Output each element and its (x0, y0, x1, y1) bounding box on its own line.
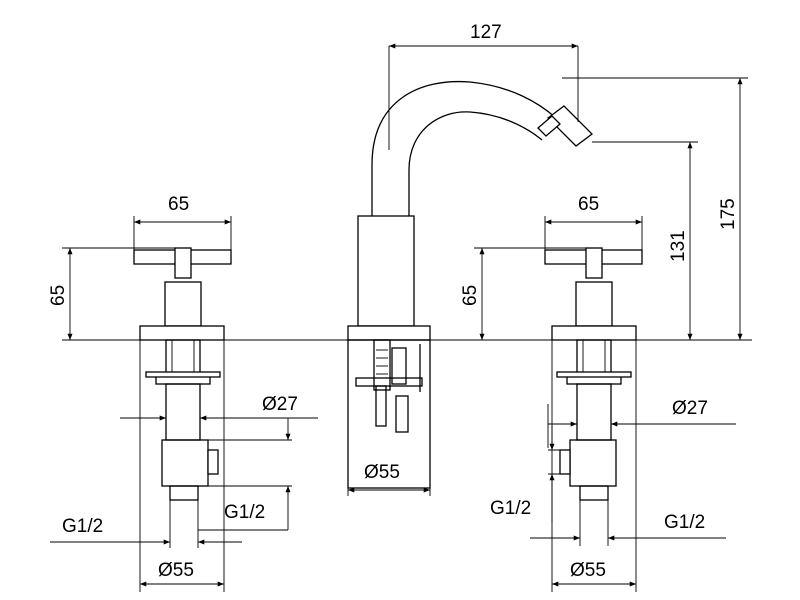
label-left-outlet-thread: G1/2 (224, 502, 265, 523)
dim-right-outlet-thread: G1/2 (490, 426, 570, 522)
dim-right-body-diameter: Ø27 (547, 398, 736, 448)
dim-right-base: Ø55 (551, 340, 637, 592)
popup-rod (355, 339, 423, 433)
label-left-body-diameter: Ø27 (262, 394, 298, 415)
dim-left-outlet-thread: G1/2 (198, 418, 292, 531)
left-handle-stem (174, 247, 192, 279)
dim-right-inlet-thread: G1/2 (530, 500, 726, 546)
right-valve-body (575, 281, 613, 327)
dim-left-handle-height: 65 (48, 247, 175, 340)
dim-spout-base: Ø55 (347, 462, 431, 496)
spout-body (357, 215, 415, 327)
spout-aerator (547, 105, 593, 147)
label-left-handle-height: 65 (48, 285, 69, 306)
right-shank (576, 339, 612, 377)
label-right-body-diameter: Ø27 (672, 398, 708, 419)
right-outlet-body (569, 439, 617, 487)
dim-left-base: Ø55 (139, 340, 225, 592)
right-inlet-tail (579, 485, 609, 501)
label-left-base: Ø55 (158, 560, 194, 581)
label-right-base: Ø55 (570, 560, 606, 581)
spout-assembly (347, 80, 593, 489)
left-shank (165, 339, 201, 377)
left-inlet-tail (169, 485, 199, 501)
label-left-handle-width: 65 (168, 194, 189, 215)
left-outlet-port (207, 449, 219, 475)
label-spout-reach: 127 (470, 22, 502, 43)
right-lower-shank (576, 383, 612, 441)
dim-left-inlet-thread: G1/2 (50, 500, 242, 548)
dim-spout-outlet-height: 131 (592, 141, 698, 340)
label-left-inlet-thread: G1/2 (62, 516, 103, 537)
right-flange (551, 325, 637, 341)
right-valve (544, 247, 643, 501)
dim-left-handle-width: 65 (133, 194, 232, 250)
left-outlet-body (161, 439, 209, 487)
spout-base-flange (347, 325, 431, 341)
dim-spout-reach: 127 (388, 22, 579, 150)
dim-left-body-diameter: Ø27 (120, 394, 318, 421)
left-valve-body (164, 281, 202, 327)
label-spout-outlet-height: 131 (668, 230, 689, 262)
right-outlet-port (559, 449, 571, 475)
spout-curve (371, 80, 557, 216)
dim-right-handle-height: 65 (460, 247, 586, 340)
left-lower-shank (165, 383, 201, 441)
label-right-inlet-thread: G1/2 (664, 512, 705, 533)
label-spout-base: Ø55 (364, 462, 400, 483)
dim-spout-total-height: 175 (562, 77, 748, 340)
right-handle-stem (585, 247, 603, 279)
dim-right-handle-width: 65 (544, 194, 643, 250)
label-spout-total-height: 175 (718, 198, 739, 230)
spout-curve-inner (408, 111, 543, 216)
left-valve (133, 247, 232, 501)
left-flange (139, 325, 225, 341)
label-right-outlet-thread: G1/2 (490, 498, 531, 519)
label-right-handle-width: 65 (578, 194, 599, 215)
label-right-handle-height: 65 (460, 285, 481, 306)
